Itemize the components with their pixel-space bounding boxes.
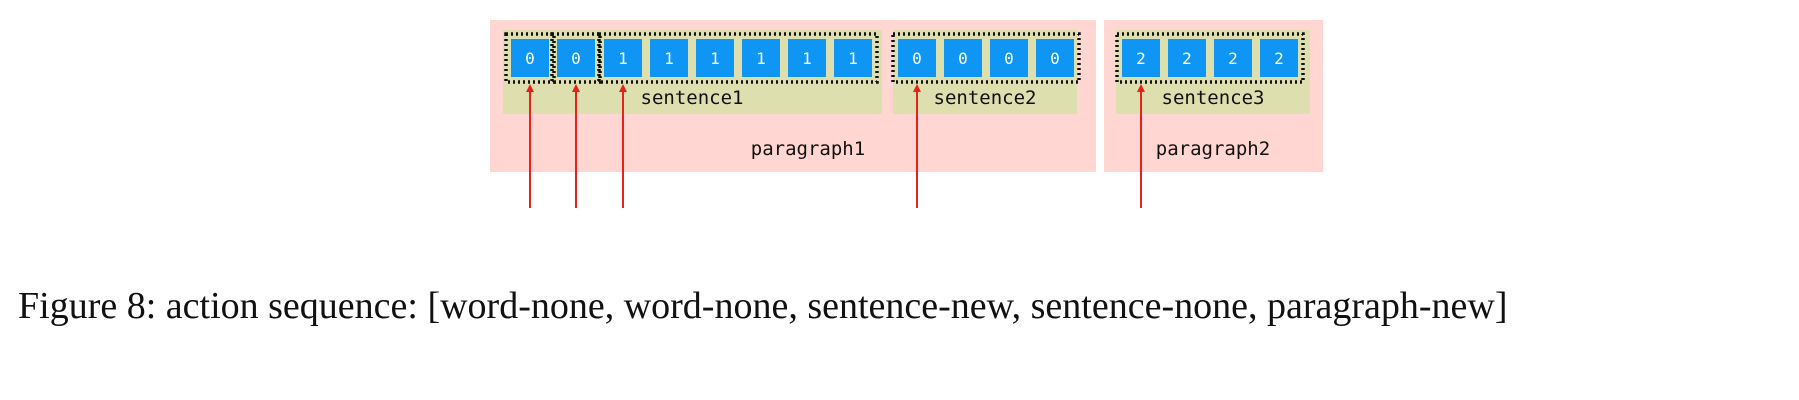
word-group-border bbox=[1115, 32, 1305, 84]
word-box bbox=[834, 39, 872, 77]
word-boxes: 0 0 1 1 1 1 1 1 0 0 0 0 2 2 2 2 bbox=[511, 39, 1298, 77]
word-box bbox=[1122, 39, 1160, 77]
word-value: 0 bbox=[525, 49, 535, 68]
word-group-border bbox=[504, 32, 556, 84]
word-value: 0 bbox=[571, 49, 581, 68]
word-value: 1 bbox=[710, 49, 720, 68]
figure-label: Figure 8: bbox=[18, 285, 157, 327]
word-group-border bbox=[891, 32, 1081, 84]
action-arrows bbox=[526, 84, 1145, 208]
word-box bbox=[557, 39, 595, 77]
action-sequence-diagram: 0 0 1 1 1 1 1 1 0 0 0 0 2 2 2 2 sentence1 sentence2 sen… bbox=[490, 20, 1323, 208]
paragraph-label-1: paragraph1 bbox=[751, 138, 865, 160]
word-value: 2 bbox=[1182, 49, 1192, 68]
sentence-label-2: sentence2 bbox=[934, 87, 1037, 109]
word-box bbox=[696, 39, 734, 77]
word-value: 2 bbox=[1274, 49, 1284, 68]
word-value: 1 bbox=[848, 49, 858, 68]
word-value: 0 bbox=[958, 49, 968, 68]
word-value: 1 bbox=[756, 49, 766, 68]
word-value: 0 bbox=[1004, 49, 1014, 68]
word-box bbox=[788, 39, 826, 77]
word-group-borders bbox=[504, 32, 1305, 84]
paragraph-label-2: paragraph2 bbox=[1156, 138, 1270, 160]
word-value: 2 bbox=[1136, 49, 1146, 68]
word-box bbox=[1260, 39, 1298, 77]
word-value: 1 bbox=[802, 49, 812, 68]
caption-text: action sequence: [word-none, word-none, … bbox=[165, 285, 1508, 327]
word-group-border bbox=[597, 32, 879, 84]
word-box bbox=[944, 39, 982, 77]
sentence-label-3: sentence3 bbox=[1162, 87, 1265, 109]
word-value: 1 bbox=[664, 49, 674, 68]
word-box bbox=[1036, 39, 1074, 77]
word-box bbox=[1168, 39, 1206, 77]
word-box bbox=[990, 39, 1028, 77]
word-box bbox=[898, 39, 936, 77]
figure-caption: Figure 8: action sequence: [word-none, w… bbox=[18, 280, 1788, 332]
word-value: 1 bbox=[618, 49, 628, 68]
word-value: 2 bbox=[1228, 49, 1238, 68]
word-value: 0 bbox=[912, 49, 922, 68]
word-box bbox=[604, 39, 642, 77]
word-box bbox=[1214, 39, 1252, 77]
sentence-label-1: sentence1 bbox=[641, 87, 744, 109]
word-box bbox=[511, 39, 549, 77]
word-box bbox=[650, 39, 688, 77]
word-value: 0 bbox=[1050, 49, 1060, 68]
word-group-border bbox=[550, 32, 602, 84]
word-box bbox=[742, 39, 780, 77]
